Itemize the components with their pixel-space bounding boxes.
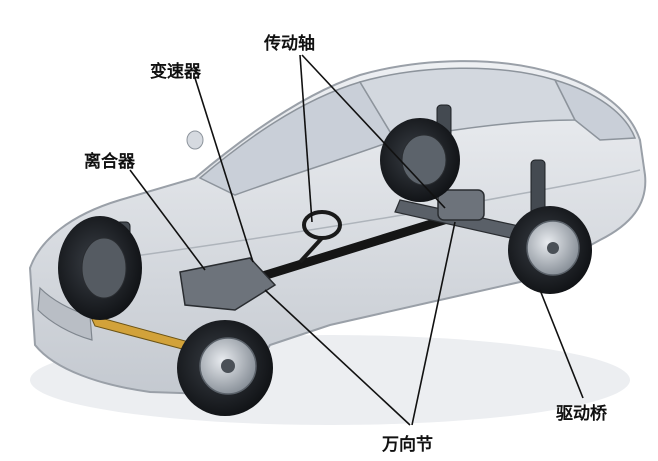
label-transmission: 变速器 — [150, 62, 201, 82]
leader-clutch — [129, 169, 206, 271]
label-drive-shaft: 传动轴 — [264, 34, 315, 54]
rear-right-wheel — [508, 206, 592, 294]
differential — [437, 189, 485, 221]
front-grille — [37, 286, 93, 341]
front-left-wheel — [58, 216, 142, 320]
leader-universal-joint-a — [264, 289, 411, 426]
rear-left-wheel — [380, 118, 460, 202]
rear-window-glass — [553, 78, 637, 141]
transmission-block — [179, 257, 277, 311]
side-mirror — [186, 130, 204, 150]
drive-shaft-bar — [245, 207, 475, 285]
label-clutch: 离合器 — [84, 152, 135, 172]
leader-drive-axle — [539, 289, 584, 399]
label-universal-joint: 万向节 — [382, 435, 433, 455]
front-right-wheel — [177, 320, 273, 416]
leader-universal-joint-b — [411, 221, 456, 426]
label-drive-axle: 驱动桥 — [556, 404, 607, 424]
leader-drive-shaft-a — [299, 54, 313, 223]
leader-drive-shaft-b — [301, 54, 446, 209]
leader-transmission — [194, 77, 254, 263]
steering-column — [298, 236, 324, 264]
